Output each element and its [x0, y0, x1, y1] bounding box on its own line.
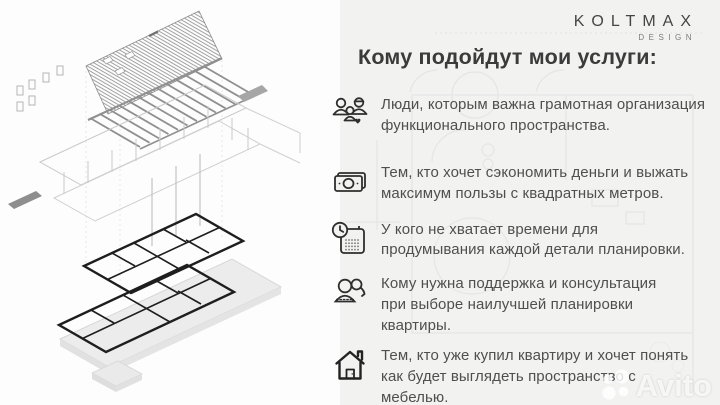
- service-text: У кого не хватает времени для продумыван…: [381, 220, 686, 259]
- family-icon: [332, 97, 368, 124]
- exploded-house-drawing: [0, 0, 345, 405]
- brand-name: KOLTMAX: [573, 13, 698, 30]
- brand-subtitle: DESIGN: [638, 33, 696, 42]
- service-text: Кому нужна поддержка и консультация при …: [381, 275, 657, 334]
- service-text: Тем, кто уже купил квартиру и хочет поня…: [381, 347, 689, 405]
- service-text: Тем, кто хочет сэкономить деньги и выжат…: [381, 164, 689, 203]
- avito-watermark: Avito: [599, 367, 712, 403]
- floor-plan-upper: [81, 212, 246, 295]
- construction-lines: [85, 60, 223, 292]
- brand-logo: KOLTMAX DESIGN: [574, 14, 698, 42]
- couple-icon: [333, 278, 366, 303]
- service-item: Тем, кто уже купил квартиру и хочет поня…: [330, 345, 706, 405]
- services-panel: KOLTMAX DESIGN Кому подойдут мои услуги:: [331, 0, 720, 405]
- service-item: У кого не хватает времени для продумыван…: [330, 219, 706, 261]
- section-heading: Кому подойдут мои услуги:: [358, 45, 657, 69]
- calendar-clock-icon: [331, 221, 365, 254]
- watermark-label: Avito: [635, 367, 712, 403]
- service-item: Люди, которым важна грамотная организаци…: [330, 94, 706, 136]
- rafter-beams: [87, 57, 255, 150]
- house-icon: [335, 350, 365, 380]
- service-text: Люди, которым важна грамотная организаци…: [381, 96, 706, 134]
- service-item: Кому нужна поддержка и консультация при …: [330, 273, 706, 336]
- services-list: Люди, которым важна грамотная организаци…: [330, 94, 706, 405]
- service-item: Тем, кто хочет сэкономить деньги и выжат…: [330, 162, 706, 204]
- floor-plan-lower: [56, 263, 237, 354]
- wall-framing: [8, 65, 301, 246]
- avito-logo-icon: [602, 369, 629, 400]
- money-icon: [334, 172, 366, 193]
